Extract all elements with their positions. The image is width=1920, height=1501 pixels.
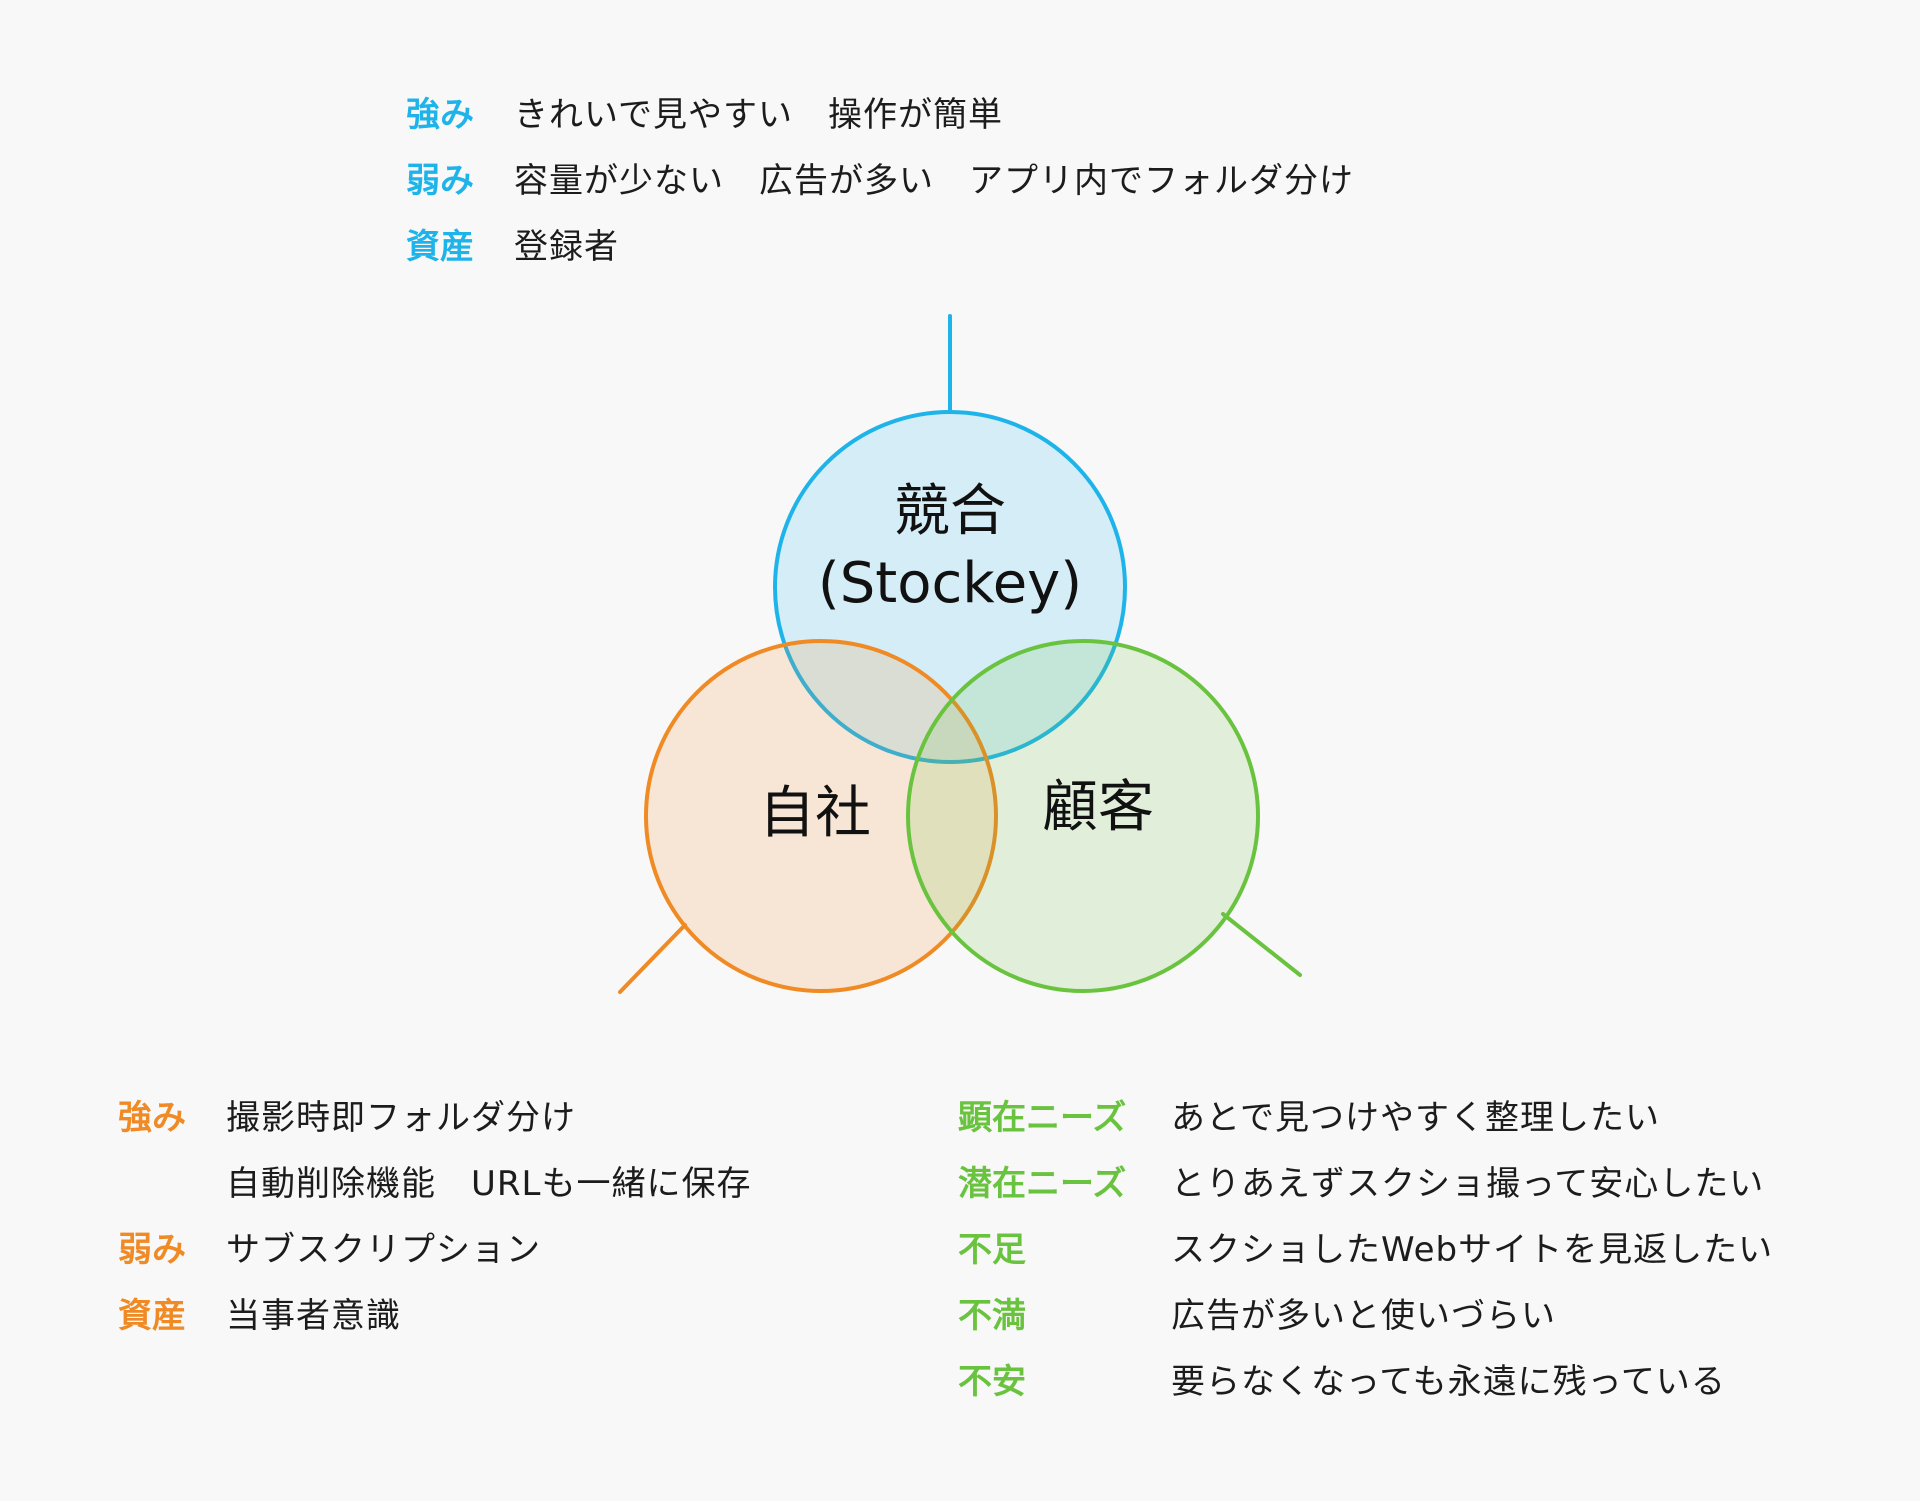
competitor-strengths-row: 強み きれいで見やすい 操作が簡単 — [406, 82, 1354, 148]
competitor-assets-text: 登録者 — [514, 227, 619, 267]
customer-shortage-text: スクショしたWebサイトを見返したい — [1171, 1230, 1774, 1270]
self-title: 自社 — [759, 781, 871, 846]
competitor-weaknesses-text: 容量が少ない 広告が多い アプリ内でフォルダ分け — [514, 161, 1354, 201]
self-strengths-label: 強み — [118, 1098, 186, 1138]
customer-details: 顕在ニーズ あとで見つけやすく整理したい 潜在ニーズ とりあえずスクショ撮って安… — [958, 1085, 1773, 1415]
competitor-circle — [773, 410, 1127, 764]
self-circle — [644, 639, 998, 993]
self-assets-text: 当事者意識 — [226, 1296, 401, 1336]
customer-shortage-row: 不足 スクショしたWebサイトを見返したい — [958, 1217, 1773, 1283]
competitor-assets-label: 資産 — [406, 227, 474, 267]
self-details: 強み 撮影時即フォルダ分け 自動削除機能 URLも一緒に保存 弱み サブスクリプ… — [118, 1085, 751, 1349]
self-strengths-text: 撮影時即フォルダ分け — [226, 1098, 576, 1138]
customer-anxiety-label: 不安 — [958, 1362, 1026, 1402]
customer-title: 顧客 — [1042, 775, 1154, 840]
customer-latent-needs-text: とりあえずスクショ撮って安心したい — [1171, 1164, 1765, 1204]
self-weaknesses-label: 弱み — [118, 1230, 186, 1270]
competitor-weaknesses-row: 弱み 容量が少ない 広告が多い アプリ内でフォルダ分け — [406, 148, 1354, 214]
competitor-title: 競合 — [894, 479, 1006, 544]
customer-dissatisfaction-label: 不満 — [958, 1296, 1026, 1336]
self-strengths-row-2: 自動削除機能 URLも一緒に保存 — [118, 1151, 751, 1217]
customer-explicit-needs-row: 顕在ニーズ あとで見つけやすく整理したい — [958, 1085, 1773, 1151]
customer-dissatisfaction-text: 広告が多いと使いづらい — [1171, 1296, 1556, 1336]
customer-anxiety-row: 不安 要らなくなっても永遠に残っている — [958, 1349, 1773, 1415]
self-strengths-row: 強み 撮影時即フォルダ分け — [118, 1085, 751, 1151]
self-assets-label: 資産 — [118, 1296, 186, 1336]
customer-latent-needs-row: 潜在ニーズ とりあえずスクショ撮って安心したい — [958, 1151, 1773, 1217]
self-strengths-text-2: 自動削除機能 URLも一緒に保存 — [226, 1164, 752, 1204]
customer-latent-needs-label: 潜在ニーズ — [958, 1164, 1127, 1204]
customer-explicit-needs-text: あとで見つけやすく整理したい — [1171, 1098, 1660, 1138]
competitor-details: 強み きれいで見やすい 操作が簡単 弱み 容量が少ない 広告が多い アプリ内でフ… — [406, 82, 1354, 280]
customer-dissatisfaction-row: 不満 広告が多いと使いづらい — [958, 1283, 1773, 1349]
competitor-strengths-label: 強み — [406, 95, 474, 135]
customer-connector-line — [1221, 912, 1302, 977]
customer-circle — [906, 639, 1260, 993]
customer-explicit-needs-label: 顕在ニーズ — [958, 1098, 1127, 1138]
competitor-weaknesses-label: 弱み — [406, 161, 474, 201]
competitor-subtitle: (Stockey) — [818, 551, 1082, 616]
self-weaknesses-text: サブスクリプション — [226, 1230, 541, 1270]
self-weaknesses-row: 弱み サブスクリプション — [118, 1217, 751, 1283]
self-assets-row: 資産 当事者意識 — [118, 1283, 751, 1349]
competitor-assets-row: 資産 登録者 — [406, 214, 1354, 280]
self-connector-line — [618, 923, 687, 994]
competitor-strengths-text: きれいで見やすい 操作が簡単 — [514, 95, 1003, 135]
customer-shortage-label: 不足 — [958, 1230, 1026, 1270]
customer-anxiety-text: 要らなくなっても永遠に残っている — [1171, 1362, 1726, 1402]
